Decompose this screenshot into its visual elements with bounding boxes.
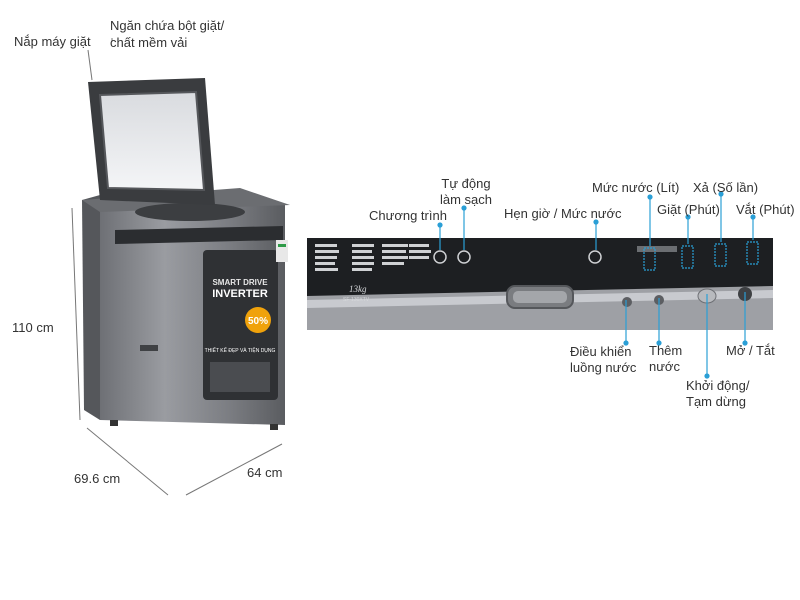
program-label: Chương trình — [369, 208, 447, 223]
autoclean-label-line1: Tự động — [441, 176, 491, 191]
add-water-label-line1: Thêm — [649, 343, 683, 358]
lid-pointer — [87, 49, 93, 81]
water-level-arrows — [643, 247, 656, 271]
autoclean-label-line2: làm sạch — [439, 192, 493, 207]
height-line — [71, 207, 81, 421]
lid-label: Nắp máy giặt — [14, 34, 91, 49]
machine-foot-left — [110, 420, 118, 426]
water-flow-button-shape — [622, 297, 632, 307]
saving-badge — [245, 307, 271, 333]
autoclean-button-shape — [457, 250, 471, 264]
spin-label: Vắt (Phút) — [736, 202, 795, 217]
rinse-label: Xả (Số lần) — [693, 180, 759, 195]
wash-label: Giặt (Phút) — [657, 202, 720, 217]
width-label: 64 cm — [247, 465, 283, 480]
water-flow-label-line1: Điều khiển — [570, 344, 632, 359]
power-label: Mở / Tắt — [726, 343, 775, 358]
wash-arrows — [681, 245, 694, 269]
start-label-line2: Tạm dừng — [686, 394, 747, 409]
width-line — [185, 443, 283, 496]
depth-line — [86, 427, 169, 496]
machine-foot-right — [270, 424, 278, 430]
program-button-shape — [433, 250, 447, 264]
rinse-arrows — [714, 243, 727, 267]
brand-line1: SMART DRIVE — [212, 278, 268, 287]
start-label-line1: Khởi động/ — [686, 378, 750, 393]
saving-text: 50% — [248, 316, 268, 327]
brand-line2: INVERTER — [212, 288, 268, 300]
timer-label: Hẹn giờ / Mức nước — [504, 206, 622, 221]
timer-button-shape — [588, 250, 602, 264]
washing-machine-illustration: SMART DRIVE INVERTER 50% THIẾT KẾ ĐẸP VÀ… — [82, 78, 290, 430]
feature-strip — [210, 362, 270, 392]
detergent-label-line1: Ngăn chứa bột giặt/ — [110, 18, 225, 33]
control-strip — [115, 226, 283, 244]
spin-arrows — [746, 241, 759, 265]
add-water-label-line2: nước — [649, 359, 680, 374]
capacity-text: 13kg — [349, 284, 367, 294]
height-label: 110 cm — [12, 320, 54, 335]
water-level-label: Mức nước (Lít) — [592, 180, 680, 195]
detergent-label-line2: chất mềm vải — [110, 35, 188, 50]
model-text: SF-130XTV — [343, 297, 370, 303]
lid-window — [98, 90, 206, 192]
slogan-text: THIẾT KẾ ĐẸP VÀ TIỆN DỤNG — [205, 346, 276, 354]
side-handle — [140, 345, 158, 351]
water-flow-label-line2: luồng nước — [570, 360, 637, 375]
machine-side — [82, 195, 100, 420]
depth-label: 69.6 cm — [74, 471, 121, 486]
drum-opening — [135, 203, 245, 221]
control-panel-photo: 13kg SF-130XTV — [307, 238, 773, 330]
